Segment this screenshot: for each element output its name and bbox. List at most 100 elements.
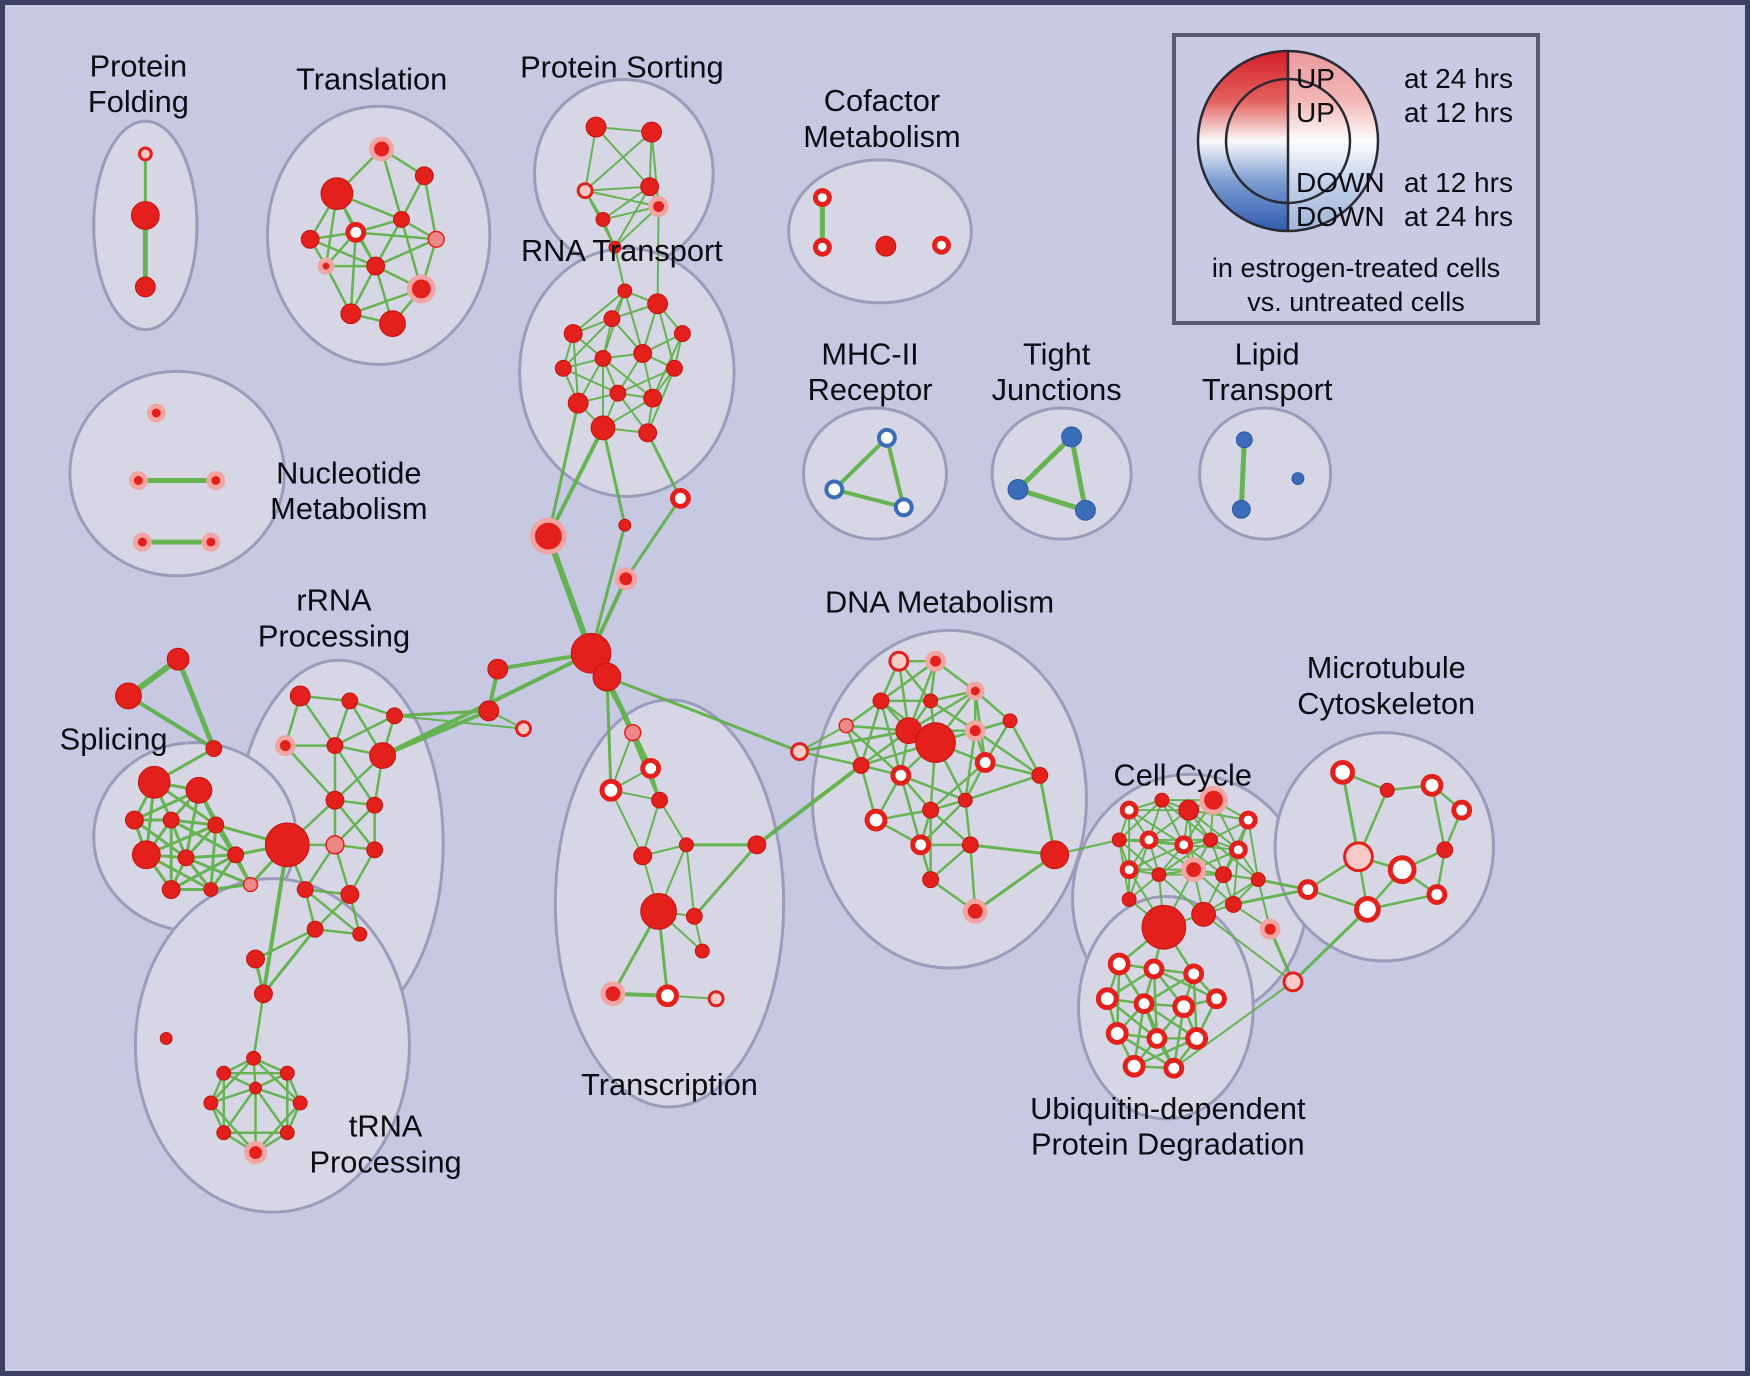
node-tn3 (246, 1050, 261, 1066)
node-tc9 (685, 907, 703, 925)
node-lt1 (1235, 431, 1253, 449)
node-dm20 (922, 871, 940, 889)
cluster-cm (787, 158, 973, 305)
edge-cy5-cy18 (1247, 819, 1260, 881)
node-lt3 (1291, 472, 1305, 485)
node-dm2 (925, 650, 946, 672)
node-dm8 (915, 722, 956, 763)
node-tc3 (599, 778, 623, 802)
node-cc2 (530, 517, 567, 555)
legend-caption-line2: vs. untreated cells (1247, 287, 1465, 317)
node-ps2 (641, 121, 663, 143)
node-mc9 (1353, 895, 1381, 923)
node-ub6 (1172, 995, 1196, 1019)
node-cm1 (812, 188, 832, 208)
node-tn7 (249, 1081, 262, 1095)
node-rp15 (352, 926, 368, 942)
edge-tn1-tn3 (252, 992, 265, 1060)
edge-cc3-cc5 (589, 523, 627, 655)
edge-ps4-ps5 (601, 185, 651, 221)
node-cc3 (618, 518, 632, 532)
edge-rt2-rt5 (562, 317, 613, 370)
node-sp5 (207, 816, 225, 834)
node-dm16 (922, 801, 940, 819)
cluster-lt (1198, 406, 1333, 541)
label-ps: Protein Sorting (520, 49, 724, 84)
edge-mcx-mc9 (1291, 907, 1369, 984)
legend-up-down-ring (1196, 49, 1380, 233)
node-cm2 (812, 237, 832, 257)
node-rp4 (274, 735, 296, 757)
node-nm3 (206, 471, 226, 490)
node-tn6 (203, 1095, 219, 1111)
node-tr4 (300, 229, 320, 249)
node-cy15 (1141, 904, 1187, 950)
edge-mh1-mh3 (884, 435, 906, 510)
edge-lt1-lt2 (1238, 437, 1247, 512)
legend-down-12-time: at 12 hrs (1404, 167, 1513, 198)
edge-tn3-tn8 (252, 1057, 302, 1105)
node-tn9 (216, 1125, 232, 1141)
node-rt1 (563, 324, 583, 344)
edge-cy2-cy6 (1118, 799, 1163, 841)
node-dm19 (961, 836, 979, 854)
pale-right-half (1288, 51, 1378, 231)
node-dm13 (974, 752, 996, 773)
node-cy3 (1178, 799, 1200, 821)
node-rt9 (567, 392, 589, 414)
edge-dm19-dm20 (929, 843, 972, 881)
node-pf3 (134, 276, 156, 298)
node-tn11 (244, 1141, 267, 1165)
node-tc5 (747, 835, 767, 855)
node-tn8 (292, 1095, 308, 1111)
node-tr8 (317, 257, 335, 275)
node-cy20 (1121, 892, 1137, 907)
edge-tj1-tj3 (1069, 434, 1088, 513)
node-rt4 (673, 325, 691, 343)
edge-cc6-tc3 (605, 675, 613, 792)
node-dm10 (1002, 713, 1018, 729)
node-cc7 (487, 658, 509, 680)
node-tc1 (624, 723, 642, 742)
node-cy19 (1259, 918, 1281, 940)
edge-dm17-dm18 (919, 798, 967, 847)
node-tc8 (640, 892, 677, 930)
legend-row-up-12: UP at 12 hrs (1176, 97, 1536, 129)
node-tr3 (414, 166, 434, 186)
node-ub9 (1146, 1028, 1168, 1049)
node-tr2 (369, 136, 395, 162)
node-ub3 (1183, 963, 1205, 985)
node-rp7 (264, 822, 310, 868)
node-cy9 (1203, 832, 1218, 848)
edge-cy3-cy10 (1187, 809, 1240, 851)
node-ft2 (115, 682, 142, 710)
node-cc9 (515, 720, 533, 738)
edge-rt13-cc1 (646, 431, 682, 500)
edge-rt12-cc3 (601, 426, 627, 527)
cluster-dm (810, 628, 1088, 970)
label-dm: DNA Metabolism (825, 585, 1054, 620)
node-dm14 (1031, 766, 1049, 784)
node-tr1 (320, 177, 354, 210)
edge-mh2-mh3 (832, 487, 906, 510)
node-dm3 (872, 692, 890, 710)
legend-down-24-word: DOWN (1296, 201, 1385, 232)
edge-ft1-ft3 (175, 656, 217, 752)
node-nm4 (132, 532, 152, 552)
node-lt2 (1231, 499, 1251, 519)
edge-dm13-dm16 (929, 761, 987, 812)
node-mh1 (876, 427, 897, 448)
node-mc5 (1343, 841, 1374, 873)
node-rp10 (325, 835, 345, 855)
edge-dm2-dm3 (879, 659, 937, 703)
node-sp8 (227, 846, 245, 864)
node-rp8 (325, 790, 345, 810)
node-cy6 (1111, 832, 1127, 848)
node-sp6 (131, 840, 161, 870)
node-cc6 (592, 662, 622, 692)
node-rt7 (633, 344, 653, 363)
cluster-nm (68, 369, 286, 578)
